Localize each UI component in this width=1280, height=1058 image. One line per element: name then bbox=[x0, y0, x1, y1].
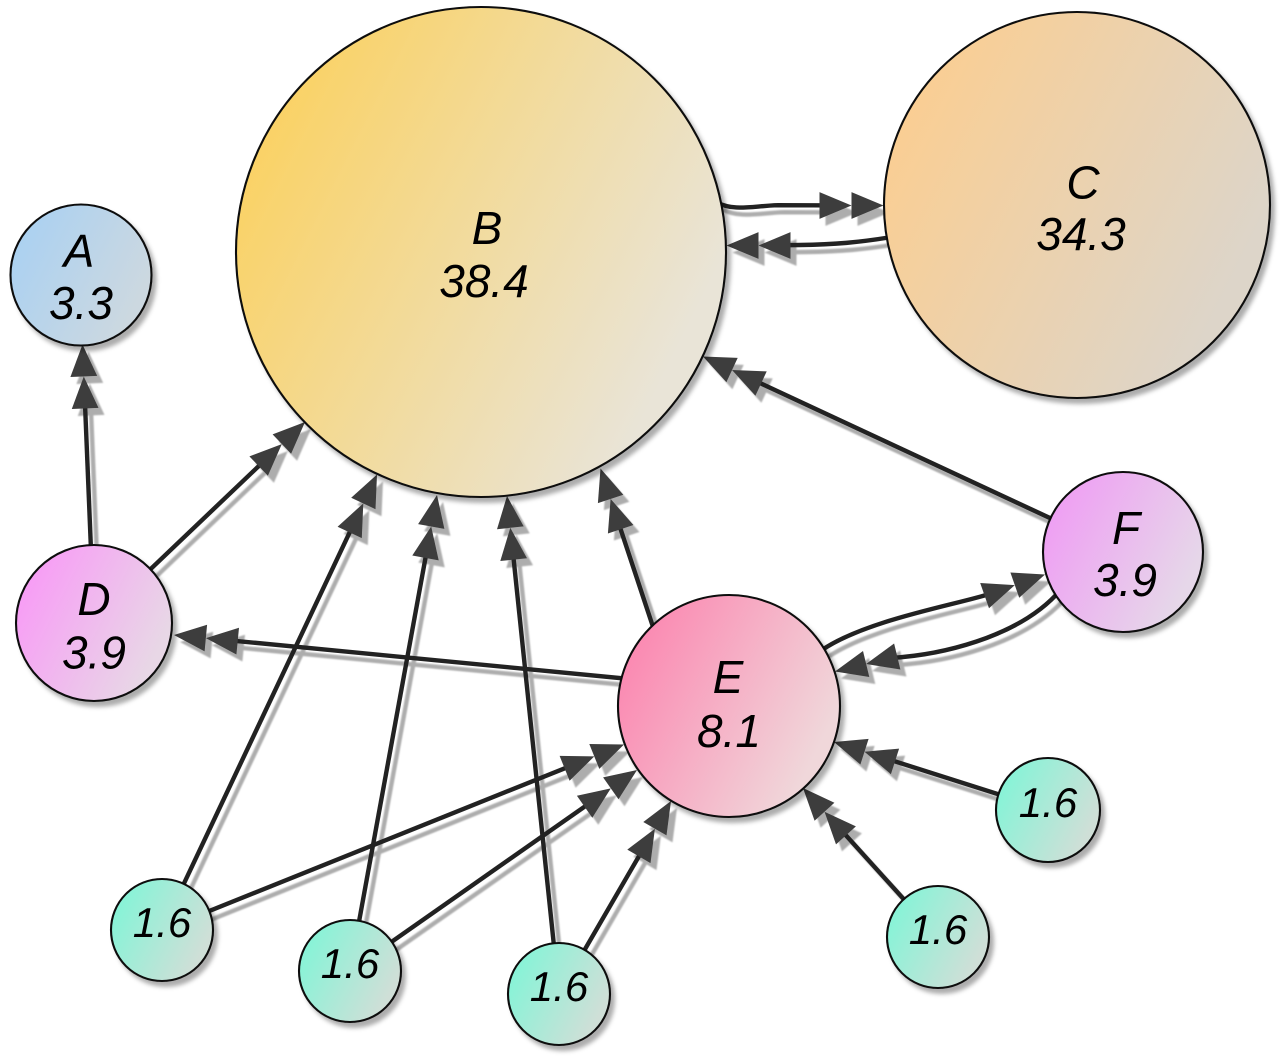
svg-text:3.9: 3.9 bbox=[62, 627, 126, 679]
svg-text:F: F bbox=[1112, 502, 1143, 554]
svg-text:1.6: 1.6 bbox=[530, 963, 589, 1010]
svg-text:A: A bbox=[61, 225, 95, 277]
svg-text:E: E bbox=[713, 651, 745, 703]
svg-text:8.1: 8.1 bbox=[697, 705, 761, 757]
svg-text:D: D bbox=[77, 573, 110, 625]
svg-text:3.3: 3.3 bbox=[49, 277, 113, 329]
svg-text:C: C bbox=[1066, 157, 1100, 209]
svg-text:38.4: 38.4 bbox=[439, 255, 529, 307]
svg-text:1.6: 1.6 bbox=[909, 906, 968, 953]
svg-text:1.6: 1.6 bbox=[133, 899, 192, 946]
svg-text:B: B bbox=[472, 202, 503, 254]
svg-text:34.3: 34.3 bbox=[1036, 208, 1126, 260]
svg-text:3.9: 3.9 bbox=[1093, 554, 1157, 606]
svg-text:1.6: 1.6 bbox=[321, 940, 380, 987]
svg-text:1.6: 1.6 bbox=[1019, 779, 1078, 826]
